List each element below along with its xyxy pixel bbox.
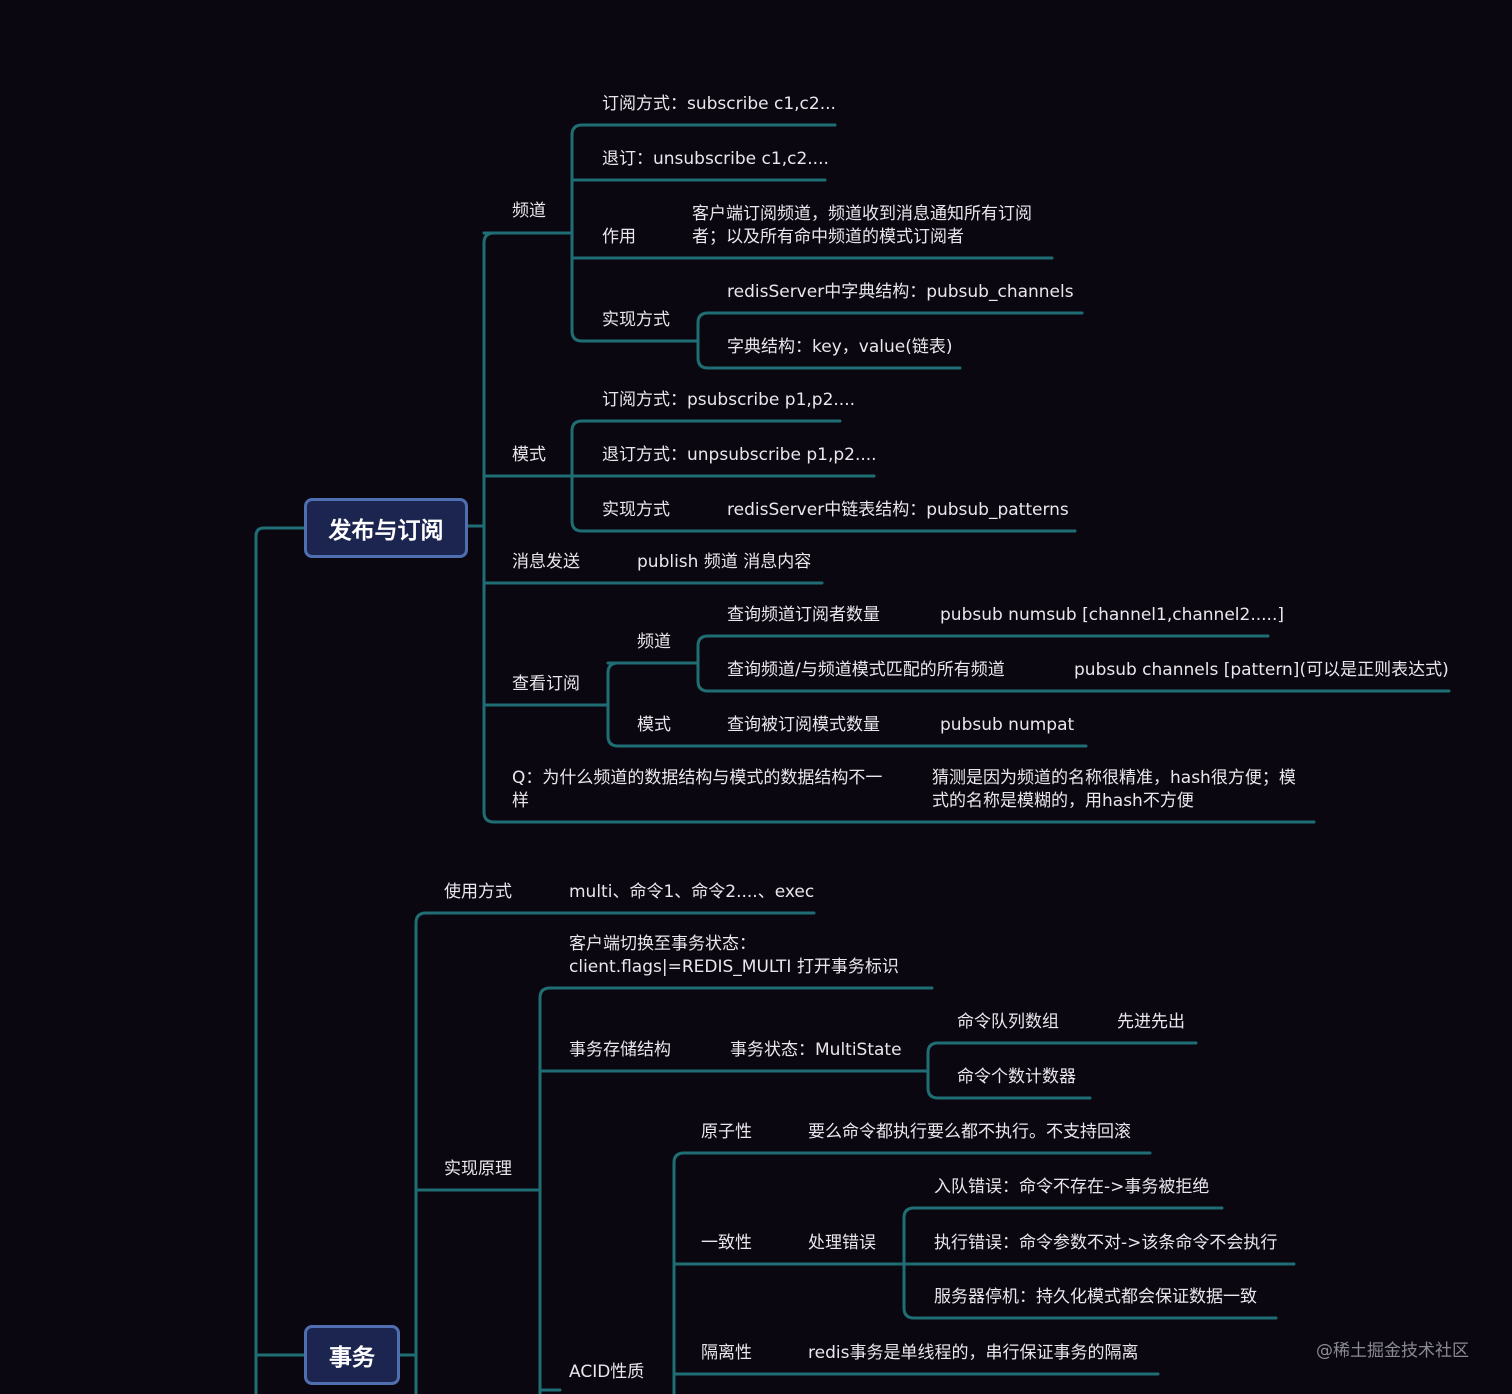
node-inspect-channel-all[interactable]: 查询频道/与频道模式匹配的所有频道 <box>727 660 1005 680</box>
node-tx-acid[interactable]: ACID性质 <box>569 1362 645 1382</box>
connector-acid-trunk <box>672 1151 686 1394</box>
node-tx-isolation-text[interactable]: redis事务是单线程的，串行保证事务的隔离 <box>808 1343 1139 1363</box>
node-inspect-channel-all-cmd[interactable]: pubsub channels [pattern](可以是正则表达式) <box>1074 660 1449 680</box>
connector-state-children <box>926 1041 1092 1100</box>
node-tx-consistency[interactable]: 一致性 <box>701 1233 752 1253</box>
node-tx-state[interactable]: 事务状态：MultiState <box>730 1040 902 1060</box>
node-inspect-pattern-count-cmd[interactable]: pubsub numpat <box>940 715 1075 735</box>
node-publish-text[interactable]: publish 频道 消息内容 <box>637 552 812 572</box>
node-tx-error-exec[interactable]: 执行错误：命令参数不对->该条命令不会执行 <box>934 1233 1278 1253</box>
root-node-transaction[interactable]: 事务 <box>304 1325 400 1385</box>
node-tx-error[interactable]: 处理错误 <box>808 1233 876 1253</box>
node-inspect-channel[interactable]: 频道 <box>637 632 671 652</box>
node-tx-usage[interactable]: 使用方式 <box>444 882 512 902</box>
node-inspect-pattern-count[interactable]: 查询被订阅模式数量 <box>727 715 880 735</box>
node-tx-switch[interactable]: 客户端切换至事务状态：client.flags|=REDIS_MULTI 打开事… <box>569 934 899 977</box>
node-channel-impl[interactable]: 实现方式 <box>602 310 670 330</box>
connector-channel-impl <box>696 311 962 370</box>
connector-impl-trunk <box>538 986 552 1394</box>
connector-tx-trunk <box>414 911 428 1394</box>
connector-inspect-channel-children <box>696 634 1451 693</box>
root-node-pubsub[interactable]: 发布与订阅 <box>304 498 468 558</box>
node-pattern[interactable]: 模式 <box>512 445 546 465</box>
connector-root-spine <box>254 526 306 1394</box>
node-channel-impl-kv[interactable]: 字典结构：key，value(链表) <box>727 337 953 357</box>
node-tx-error-crash[interactable]: 服务器停机：持久化模式都会保证数据一致 <box>934 1287 1257 1307</box>
node-channel-subscribe[interactable]: 订阅方式：subscribe c1,c2... <box>602 94 836 114</box>
node-tx-storage[interactable]: 事务存储结构 <box>569 1040 671 1060</box>
node-inspect-pattern[interactable]: 模式 <box>637 715 671 735</box>
node-inspect-channel-count[interactable]: 查询频道订阅者数量 <box>727 605 880 625</box>
node-tx-atomicity-text[interactable]: 要么命令都执行要么都不执行。不支持回滚 <box>808 1122 1131 1142</box>
node-pattern-impl-text[interactable]: redisServer中链表结构：pubsub_patterns <box>727 500 1069 520</box>
node-inspect[interactable]: 查看订阅 <box>512 674 580 694</box>
node-tx-error-enqueue[interactable]: 入队错误：命令不存在->事务被拒绝 <box>934 1177 1210 1197</box>
node-channel-impl-dict[interactable]: redisServer中字典结构：pubsub_channels <box>727 282 1074 302</box>
node-tx-atomicity[interactable]: 原子性 <box>701 1122 752 1142</box>
node-inspect-channel-count-cmd[interactable]: pubsub numsub [channel1,channel2.....] <box>940 605 1284 625</box>
node-tx-usage-text[interactable]: multi、命令1、命令2....、exec <box>569 882 815 902</box>
node-channel-purpose[interactable]: 作用 <box>602 227 636 247</box>
node-pattern-subscribe[interactable]: 订阅方式：psubscribe p1,p2.... <box>602 390 856 410</box>
node-pattern-impl[interactable]: 实现方式 <box>602 500 670 520</box>
node-question-answer[interactable]: 猜测是因为频道的名称很精准，hash很方便；模式的名称是模糊的，用hash不方便 <box>932 768 1296 811</box>
node-question[interactable]: Q：为什么频道的数据结构与模式的数据结构不一样 <box>512 768 883 811</box>
node-tx-queue-note[interactable]: 先进先出 <box>1117 1012 1185 1032</box>
node-channel-unsubscribe[interactable]: 退订：unsubscribe c1,c2.... <box>602 149 829 169</box>
node-tx-queue[interactable]: 命令队列数组 <box>957 1012 1059 1032</box>
node-channel-purpose-text[interactable]: 客户端订阅频道，频道收到消息通知所有订阅者；以及所有命中频道的模式订阅者 <box>692 204 1032 247</box>
node-publish[interactable]: 消息发送 <box>512 552 580 572</box>
node-tx-counter[interactable]: 命令个数计数器 <box>957 1067 1076 1087</box>
connector-pattern-children <box>570 419 1077 533</box>
node-tx-isolation[interactable]: 隔离性 <box>701 1343 752 1363</box>
node-tx-impl[interactable]: 实现原理 <box>444 1159 512 1179</box>
node-pattern-unsubscribe[interactable]: 退订方式：unpsubscribe p1,p2.... <box>602 445 877 465</box>
watermark: @稀土掘金技术社区 <box>1316 1341 1469 1361</box>
connector-channel-children <box>570 123 700 343</box>
connector-error-children <box>902 1206 1278 1320</box>
node-channel[interactable]: 频道 <box>512 201 546 221</box>
